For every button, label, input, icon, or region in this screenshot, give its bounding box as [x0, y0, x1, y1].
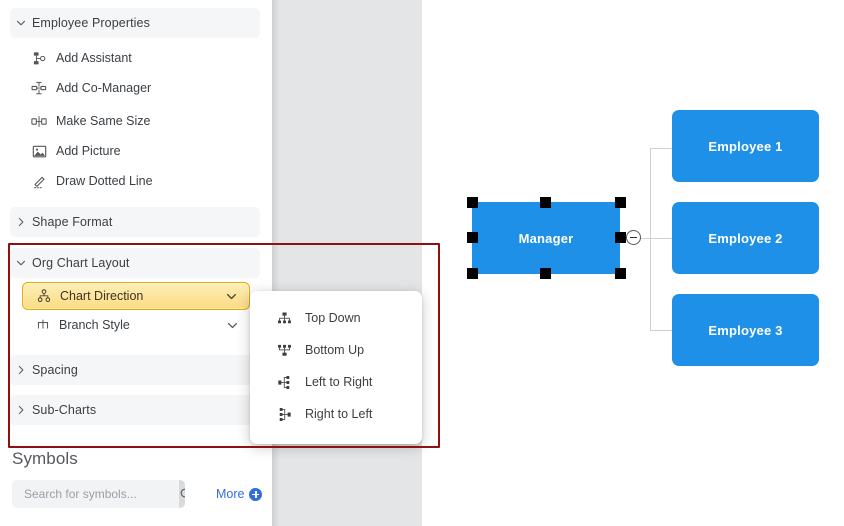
node-manager-label: Manager: [518, 230, 574, 246]
add-co-manager-icon: [24, 77, 54, 99]
menu-option-top-down[interactable]: Top Down: [250, 302, 422, 334]
branch-style-label: Branch Style: [59, 318, 130, 332]
menu-item-label: Draw Dotted Line: [56, 174, 153, 188]
menu-option-bottom-up[interactable]: Bottom Up: [250, 334, 422, 366]
selection-handle-nw[interactable]: [467, 197, 478, 208]
sidebar-section-employee-properties[interactable]: Employee Properties: [10, 8, 260, 38]
search-input[interactable]: [12, 487, 179, 501]
menu-option-left-to-right[interactable]: Left to Right: [250, 366, 422, 398]
sidebar-section-org-chart-layout[interactable]: Org Chart Layout: [10, 248, 260, 278]
sidebar-section-spacing[interactable]: Spacing: [10, 355, 260, 385]
search-button[interactable]: [179, 480, 185, 508]
sidebar-section-label: Employee Properties: [32, 16, 150, 30]
selection-handle-s[interactable]: [540, 268, 551, 279]
more-symbols-link[interactable]: More: [216, 487, 263, 501]
connector-to-employee-2: [638, 238, 672, 239]
chevron-down-icon: [10, 258, 32, 268]
minus-icon: [630, 236, 637, 239]
connector-vertical-trunk: [650, 148, 651, 330]
selection-handle-e[interactable]: [615, 232, 626, 243]
menu-item-label: Add Assistant: [56, 51, 132, 65]
node-manager[interactable]: Manager: [472, 202, 620, 274]
symbols-search-bar[interactable]: [12, 480, 185, 508]
branch-style-icon: [30, 314, 56, 336]
sidebar-section-sub-charts[interactable]: Sub-Charts: [10, 395, 260, 425]
menu-option-right-to-left[interactable]: Right to Left: [250, 398, 422, 430]
search-icon: [179, 487, 185, 501]
symbols-heading: Symbols: [12, 449, 78, 468]
chevron-down-icon: [10, 18, 32, 28]
left-to-right-icon: [273, 375, 296, 390]
chevron-right-icon: [10, 365, 32, 375]
branch-style-button[interactable]: Branch Style: [22, 312, 250, 338]
org-chart-icon: [31, 285, 57, 307]
sidebar-section-label: Spacing: [32, 363, 78, 377]
menu-item-label: Add Co-Manager: [56, 81, 152, 95]
selection-handle-sw[interactable]: [467, 268, 478, 279]
add-assistant-icon: [24, 47, 54, 69]
org-chart-canvas[interactable]: Manager Employee 1 Employee 2 Employee 3: [422, 0, 844, 526]
selection-handle-se[interactable]: [615, 268, 626, 279]
chart-direction-button[interactable]: Chart Direction: [22, 282, 250, 310]
menu-option-label: Left to Right: [305, 375, 373, 389]
chevron-down-icon[interactable]: [227, 320, 238, 331]
selection-handle-ne[interactable]: [615, 197, 626, 208]
menu-item-add-co-manager[interactable]: Add Co-Manager: [10, 74, 260, 102]
chevron-down-icon[interactable]: [226, 291, 237, 302]
menu-option-label: Top Down: [305, 311, 361, 325]
connector-to-employee-3: [650, 330, 672, 331]
right-to-left-icon: [273, 407, 296, 422]
menu-option-label: Bottom Up: [305, 343, 365, 357]
node-employee-3[interactable]: Employee 3: [672, 294, 819, 366]
sidebar-section-label: Sub-Charts: [32, 403, 97, 417]
node-employee-1-label: Employee 1: [708, 138, 783, 154]
menu-item-label: Add Picture: [56, 144, 121, 158]
chevron-right-icon: [10, 405, 32, 415]
collapse-children-button[interactable]: [626, 230, 641, 245]
sidebar-section-label: Shape Format: [32, 215, 113, 229]
node-employee-2[interactable]: Employee 2: [672, 202, 819, 274]
node-employee-1[interactable]: Employee 1: [672, 110, 819, 182]
chevron-right-icon: [10, 217, 32, 227]
node-employee-2-label: Employee 2: [708, 230, 783, 246]
plus-circle-icon: [249, 487, 263, 501]
bottom-up-icon: [273, 343, 296, 358]
node-employee-3-label: Employee 3: [708, 322, 783, 338]
chart-direction-label: Chart Direction: [60, 289, 144, 303]
more-label: More: [216, 487, 245, 501]
connector-to-employee-1: [650, 148, 672, 149]
properties-sidebar: Employee Properties Add Assistant: [0, 0, 272, 526]
selection-handle-w[interactable]: [467, 232, 478, 243]
menu-option-label: Right to Left: [305, 407, 373, 421]
add-picture-icon: [24, 140, 54, 162]
menu-item-add-picture[interactable]: Add Picture: [10, 137, 260, 165]
menu-item-add-assistant[interactable]: Add Assistant: [10, 44, 260, 72]
menu-item-make-same-size[interactable]: Make Same Size: [10, 107, 260, 135]
chart-direction-menu[interactable]: Top Down Bottom Up: [250, 291, 422, 444]
connector-corner-top: [650, 148, 651, 154]
menu-item-draw-dotted-line[interactable]: Draw Dotted Line: [10, 167, 260, 195]
sidebar-section-shape-format[interactable]: Shape Format: [10, 207, 260, 237]
top-down-icon: [273, 311, 296, 326]
make-same-size-icon: [24, 110, 54, 132]
draw-dotted-line-icon: [24, 170, 54, 192]
sidebar-section-label: Org Chart Layout: [32, 256, 130, 270]
selection-handle-n[interactable]: [540, 197, 551, 208]
panel-divider: [272, 0, 280, 526]
panel-background-strip: [272, 0, 422, 526]
menu-item-label: Make Same Size: [56, 114, 151, 128]
